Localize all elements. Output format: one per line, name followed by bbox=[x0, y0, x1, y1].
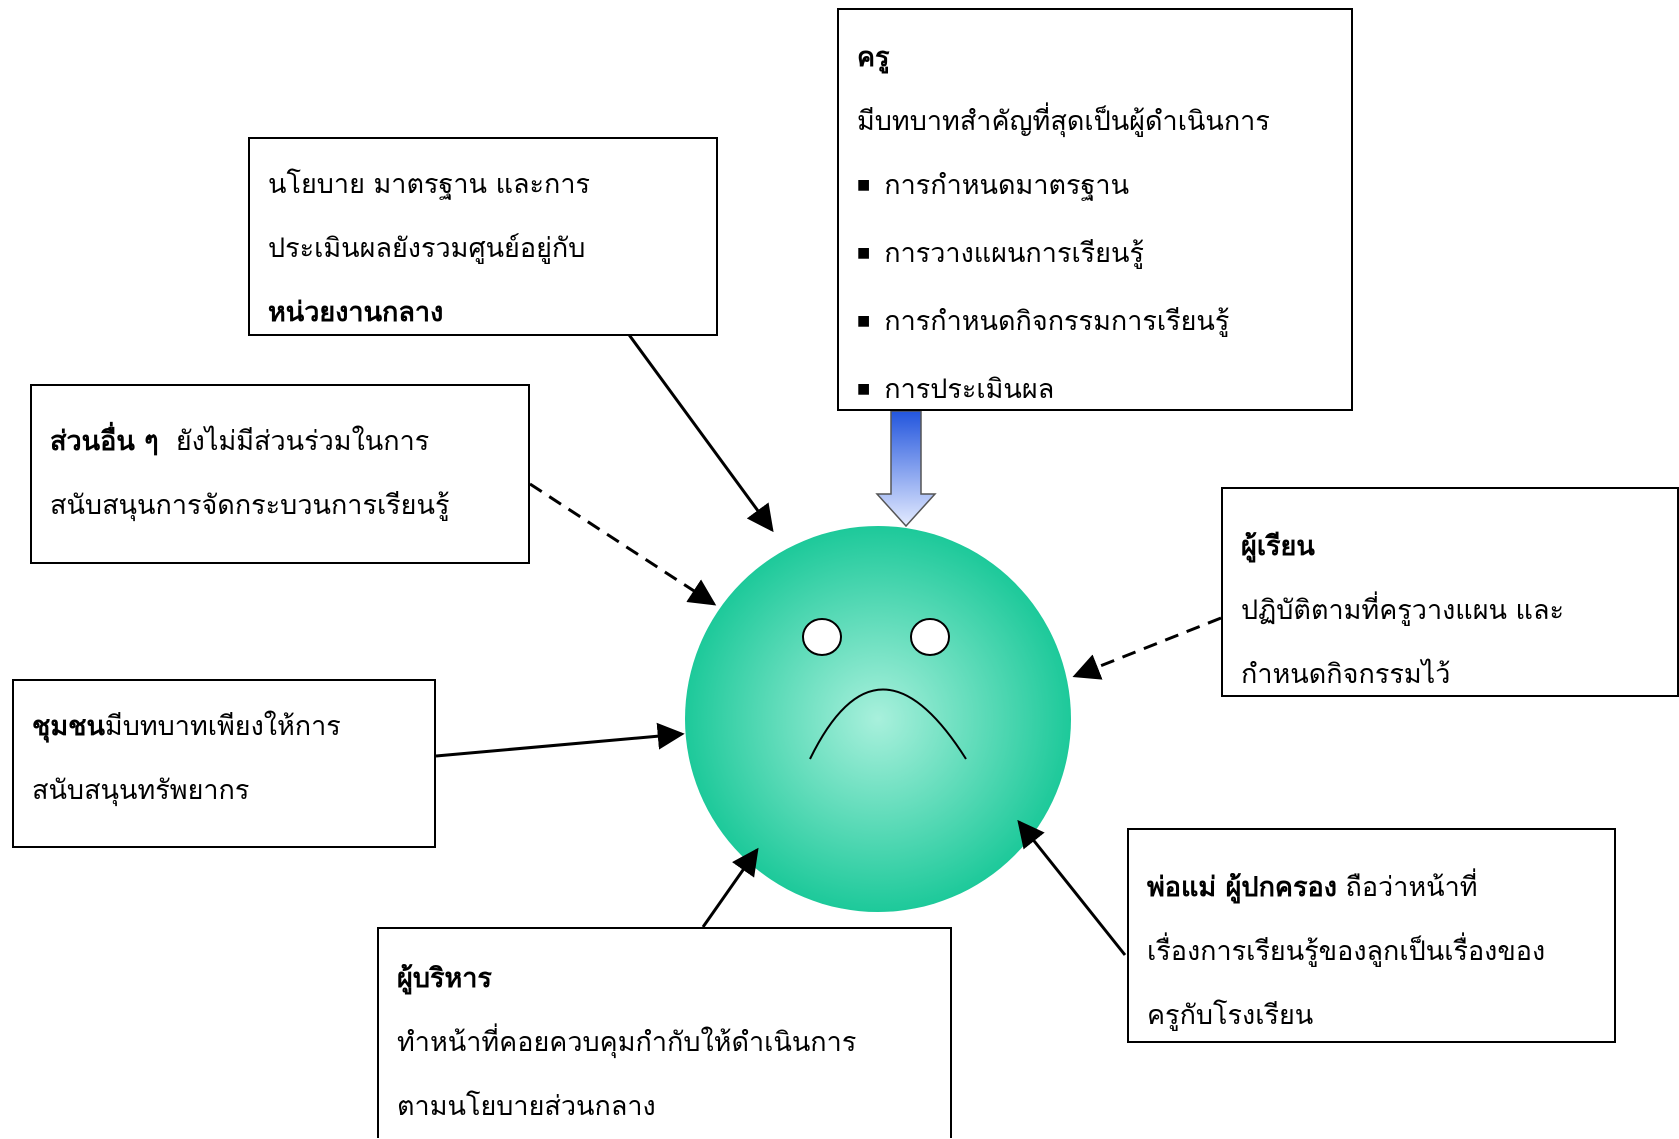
teacher-item: การวางแผนการเรียนรู้ bbox=[857, 222, 1333, 290]
other-line: สนับสนุนการจัดกระบวนการเรียนรู้ bbox=[50, 490, 450, 521]
face-circle bbox=[685, 526, 1071, 912]
teacher-desc: มีบทบาทสำคัญที่สุดเป็นผู้ดำเนินการ bbox=[857, 106, 1270, 137]
teacher-item: การกำหนดกิจกรรมการเรียนรู้ bbox=[857, 290, 1333, 358]
student-arrow bbox=[1072, 616, 1222, 680]
central-line: ประเมินผลยังรวมศูนย์อยู่กับ bbox=[268, 233, 586, 264]
exec-line: ทำหน้าที่คอยควบคุมกำกับให้ดำเนินการ bbox=[397, 1027, 857, 1058]
parent-arrow bbox=[1017, 819, 1127, 956]
other-bold: ส่วนอื่น ๆ bbox=[50, 426, 159, 457]
central-bold: หน่วยงานกลาง bbox=[268, 297, 444, 328]
teacher-title: ครู bbox=[857, 42, 890, 73]
teacher-box: ครู มีบทบาทสำคัญที่สุดเป็นผู้ดำเนินการ ก… bbox=[837, 8, 1353, 411]
other-line: ยังไม่มีส่วนร่วมในการ bbox=[175, 426, 430, 457]
teacher-item: การกำหนดมาตรฐาน bbox=[857, 154, 1333, 222]
community-line: มีบทบาทเพียงให้การ bbox=[104, 711, 341, 742]
frown-mouth bbox=[809, 688, 967, 760]
teacher-item: การประเมินผล bbox=[857, 358, 1333, 426]
community-line: สนับสนุนทรัพยากร bbox=[32, 775, 250, 806]
exec-arrow bbox=[701, 847, 759, 928]
exec-line: ตามนโยบายส่วนกลาง bbox=[397, 1091, 656, 1122]
sad-face-icon bbox=[685, 526, 1071, 912]
executive-box: ผู้บริหาร ทำหน้าที่คอยควบคุมกำกับให้ดำเน… bbox=[377, 927, 952, 1138]
central-arrow bbox=[625, 331, 774, 533]
exec-title: ผู้บริหาร bbox=[397, 963, 492, 994]
other-sectors-box: ส่วนอื่น ๆ ยังไม่มีส่วนร่วมในการ สนับสนุ… bbox=[30, 384, 530, 564]
student-box: ผู้เรียน ปฏิบัติตามที่ครูวางแผน และ กำหน… bbox=[1221, 487, 1679, 697]
community-box: ชุมชนมีบทบาทเพียงให้การ สนับสนุนทรัพยากร bbox=[12, 679, 436, 848]
community-bold: ชุมชน bbox=[32, 711, 105, 742]
teacher-block-arrow bbox=[875, 410, 937, 528]
parent-bold: พ่อแม่ ผู้ปกครอง bbox=[1147, 872, 1337, 903]
central-line: นโยบาย มาตรฐาน และการ bbox=[268, 169, 591, 200]
community-arrow bbox=[435, 722, 685, 758]
left-eye bbox=[802, 618, 842, 656]
other-arrow bbox=[529, 482, 717, 606]
right-eye bbox=[910, 618, 950, 656]
parent-line: ครูกับโรงเรียน bbox=[1147, 1000, 1314, 1031]
parent-line: ถือว่าหน้าที่ bbox=[1345, 872, 1478, 903]
student-line: ปฏิบัติตามที่ครูวางแผน และ bbox=[1241, 595, 1565, 626]
student-line: กำหนดกิจกรรมไว้ bbox=[1241, 659, 1451, 690]
student-title: ผู้เรียน bbox=[1241, 531, 1315, 562]
parent-line: เรื่องการเรียนรู้ของลูกเป็นเรื่องของ bbox=[1147, 936, 1546, 967]
central-agency-box: นโยบาย มาตรฐาน และการ ประเมินผลยังรวมศูน… bbox=[248, 137, 718, 336]
parent-box: พ่อแม่ ผู้ปกครอง ถือว่าหน้าที่ เรื่องการ… bbox=[1127, 828, 1616, 1043]
